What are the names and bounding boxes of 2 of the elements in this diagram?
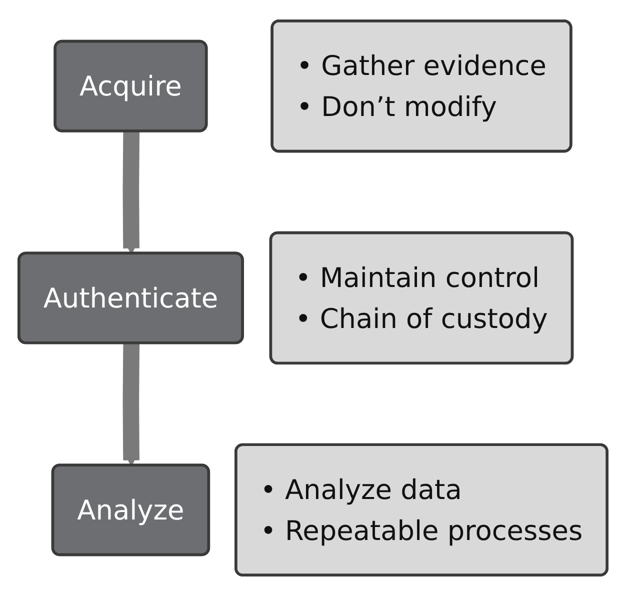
arrow: [122, 130, 140, 254]
arrow: [122, 342, 140, 466]
